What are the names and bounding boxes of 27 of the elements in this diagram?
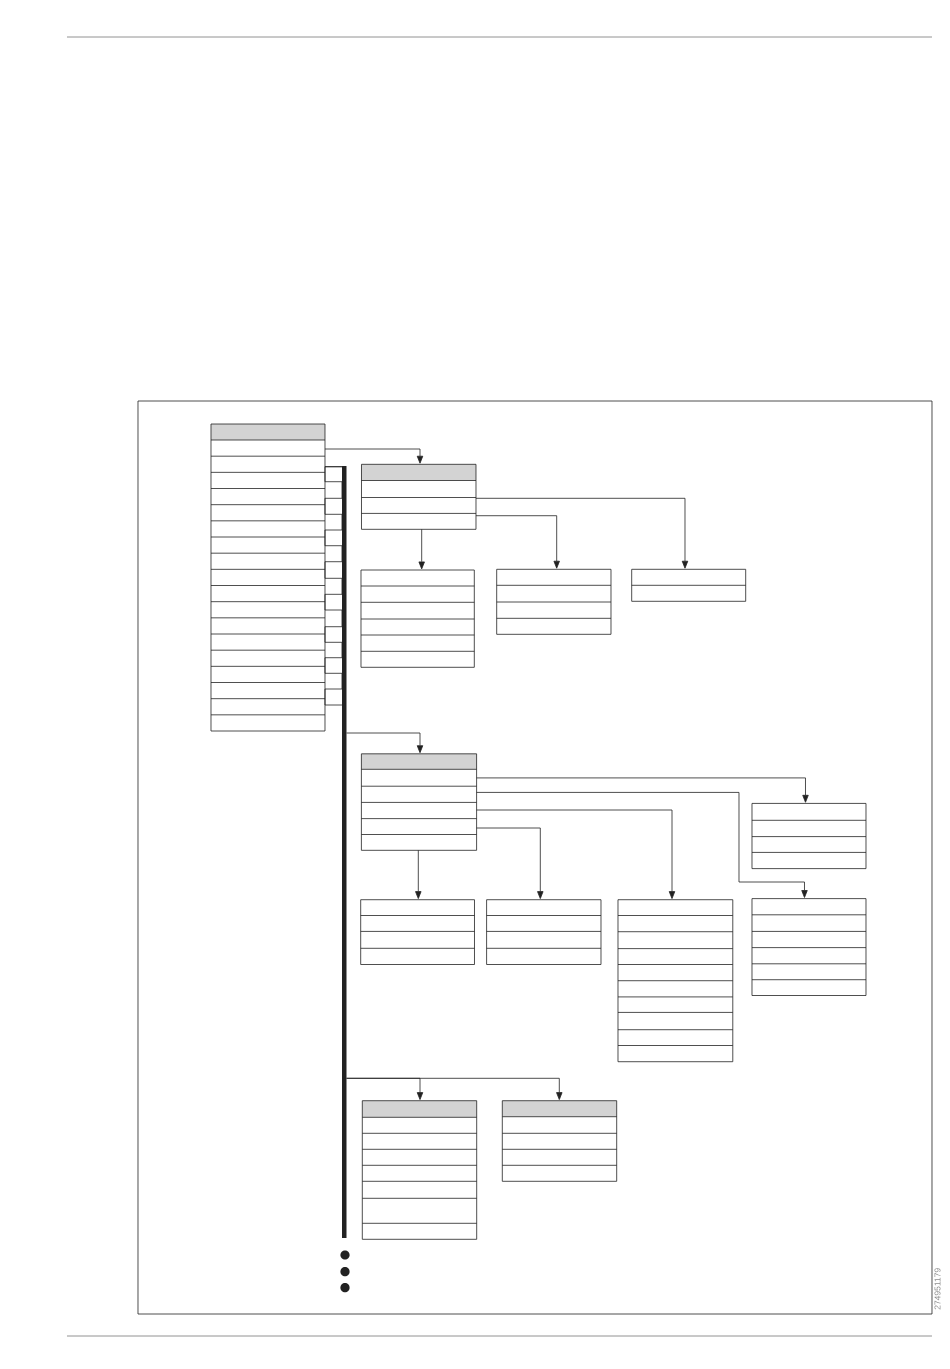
arrow: [476, 792, 808, 898]
bus-bar: [342, 466, 347, 1238]
arrow: [476, 777, 809, 803]
arrow: [346, 732, 424, 754]
connector-line: [324, 466, 343, 706]
arrow: [476, 827, 544, 899]
arrow: [324, 448, 424, 464]
arrow: [475, 515, 560, 569]
menu-box: [751, 898, 867, 996]
arrow: [475, 497, 689, 569]
figure-number: 274951179: [934, 1268, 941, 1310]
arrow: [415, 849, 422, 899]
menu-box: [617, 899, 734, 1063]
menu-box: [501, 1100, 618, 1182]
menu-box: [751, 803, 867, 869]
menu-box: [496, 568, 612, 635]
menu-box: [210, 423, 326, 732]
menu-box: [360, 899, 475, 965]
arrow: [476, 809, 676, 899]
arrow: [418, 528, 425, 570]
menu-box: [631, 568, 747, 602]
menu-box: [486, 899, 602, 965]
menu-box: [361, 753, 477, 851]
menu-box: [360, 569, 475, 668]
menu-box: [361, 1100, 478, 1240]
arrow: [346, 1077, 563, 1100]
menu-box: [361, 463, 477, 530]
